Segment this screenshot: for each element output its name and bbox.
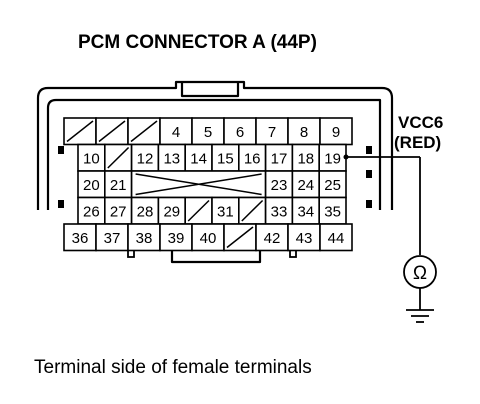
terminal-number: 29	[163, 203, 180, 220]
terminal-number: 35	[324, 203, 341, 220]
connector-bottom-tab	[170, 250, 262, 264]
unused-terminal-cross	[135, 173, 262, 196]
terminal-number: 23	[271, 177, 288, 194]
terminal-number: 12	[137, 150, 154, 167]
terminal-number: 25	[324, 177, 341, 194]
connector-latch-tab	[180, 82, 240, 98]
terminal-cell	[291, 170, 320, 199]
terminal-cell	[211, 196, 240, 225]
terminal-cell	[287, 223, 321, 252]
terminal-number: 13	[163, 150, 180, 167]
terminal-number: 40	[200, 230, 217, 247]
terminal-number: 19	[324, 150, 341, 167]
terminal-number: 27	[110, 203, 127, 220]
terminal-cell	[318, 170, 347, 199]
pin-19-probe-dot	[343, 154, 349, 160]
diagram-title: PCM CONNECTOR A (44P)	[78, 32, 317, 53]
terminal-cell	[319, 223, 353, 252]
ohmmeter-symbol: Ω	[413, 263, 427, 284]
terminal-number: 39	[168, 230, 185, 247]
terminal-cell	[157, 143, 186, 172]
side-notch	[58, 200, 64, 208]
terminal-grid: 4 5 6 7 8 9 10 12 13 14 15 16 17 18 19 20 21 23 24 25 26 27 28…	[63, 117, 353, 252]
terminal-number: 16	[244, 150, 261, 167]
unused-terminal-slash	[130, 120, 158, 143]
terminal-cell	[130, 143, 160, 172]
terminal-number: 31	[217, 203, 234, 220]
unused-terminal-slash	[226, 226, 254, 249]
terminal-cell	[255, 223, 289, 252]
terminal-number: 15	[217, 150, 234, 167]
unused-terminal-slash	[66, 120, 94, 143]
terminal-number: 10	[83, 150, 100, 167]
terminal-number: 8	[300, 124, 308, 141]
terminal-cell	[159, 117, 193, 146]
terminal-number: 43	[296, 230, 313, 247]
terminal-number: 18	[297, 150, 314, 167]
side-notch	[366, 200, 372, 208]
terminal-number: 14	[190, 150, 207, 167]
terminal-cell	[318, 196, 347, 225]
terminal-number: 26	[83, 203, 100, 220]
terminal-number: 44	[328, 230, 345, 247]
terminal-number: 28	[137, 203, 154, 220]
terminal-cell	[319, 117, 353, 146]
terminal-cell	[127, 223, 161, 252]
terminal-number: 24	[297, 177, 314, 194]
terminal-number: 37	[104, 230, 121, 247]
side-notch	[366, 146, 372, 154]
wire-name-label: VCC6	[398, 113, 443, 132]
connector-housing-outline	[36, 80, 394, 210]
terminal-number: 33	[271, 203, 288, 220]
terminal-cell	[63, 223, 97, 252]
unused-terminal-slash	[187, 199, 210, 222]
terminal-number: 5	[204, 124, 212, 141]
unused-terminal-slash	[107, 146, 130, 169]
terminal-number: 4	[172, 124, 180, 141]
terminal-cell	[191, 223, 225, 252]
unused-terminal-slash	[98, 120, 126, 143]
terminal-cell	[223, 117, 257, 146]
terminal-number: 36	[72, 230, 89, 247]
terminal-number: 9	[332, 124, 340, 141]
terminal-cell	[238, 143, 267, 172]
terminal-number: 17	[271, 150, 288, 167]
side-notch	[366, 170, 372, 178]
wire-color-label: (RED)	[394, 133, 441, 152]
terminal-number: 20	[83, 177, 100, 194]
connector-inner-body	[46, 98, 382, 210]
terminal-number: 42	[264, 230, 281, 247]
unused-terminal-slash	[241, 199, 264, 222]
terminal-number: 21	[110, 177, 127, 194]
terminal-number: 38	[136, 230, 153, 247]
terminal-number: 34	[297, 203, 314, 220]
terminal-cell	[159, 223, 193, 252]
terminal-number: 6	[236, 124, 244, 141]
side-notch	[58, 146, 64, 154]
terminal-number: 7	[268, 124, 276, 141]
diagram-caption: Terminal side of female terminals	[34, 357, 312, 378]
